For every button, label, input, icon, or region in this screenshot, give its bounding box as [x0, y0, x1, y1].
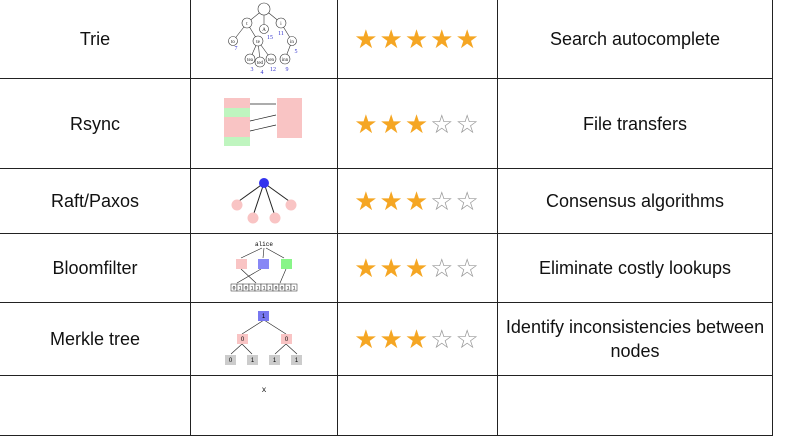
trie-node: tea	[247, 58, 254, 63]
star-empty-icon: ☆	[455, 253, 481, 283]
structure-name: Trie	[0, 0, 191, 79]
star-filled-icon: ★	[379, 324, 405, 354]
trie-value: 7	[235, 46, 238, 52]
star-filled-icon: ★	[404, 253, 431, 283]
star-filled-icon: ★	[404, 108, 431, 139]
bit-cell	[290, 283, 298, 292]
trie-diagram: t A i to te in tea ted ten inn 15 11 7 3…	[190, 0, 338, 79]
star-filled-icon: ★	[354, 253, 380, 283]
bit-value: 1	[256, 286, 259, 292]
star-empty-icon: ☆	[455, 324, 481, 354]
bit-value: 1	[250, 286, 253, 292]
bit-value: 1	[292, 286, 295, 292]
star-filled-icon: ★	[354, 23, 380, 54]
use-case: Eliminate costly lookups	[497, 233, 773, 303]
bit-value: 1	[286, 286, 289, 292]
structure-name: Bloomfilter	[0, 233, 191, 303]
trie-node: i	[280, 22, 282, 27]
bit-value: 1	[262, 286, 265, 292]
trie-node: to	[231, 40, 235, 45]
merkle-leaf: 0	[229, 358, 233, 364]
star-filled-icon: ★	[379, 23, 405, 54]
trie-value: 12	[270, 67, 276, 73]
trie-value: 11	[278, 31, 284, 37]
trie-node: ted	[257, 61, 264, 66]
star-filled-icon: ★	[430, 23, 456, 54]
data-structures-table: Trie t A i to te in tea ted ten inn 15 1…	[0, 0, 773, 436]
trie-node: ten	[268, 58, 275, 63]
merkle-node: 0	[285, 337, 289, 343]
star-filled-icon: ★	[379, 253, 405, 283]
star-filled-icon: ★	[354, 108, 380, 139]
merkle-tree-diagram: 1 0 0 0 1 1 1	[190, 302, 338, 376]
table-row: Raft/Paxos ★★★☆☆ Consensus algorithms	[0, 168, 773, 234]
merkle-leaf: 1	[295, 358, 299, 364]
use-case	[497, 375, 773, 436]
table-row: Rsync ★★★☆☆ File transfers	[0, 78, 773, 169]
trie-value: 15	[267, 35, 273, 41]
partial-diagram: x	[190, 375, 338, 436]
bit-value: 1	[268, 286, 271, 292]
bit-value: 0	[232, 286, 235, 292]
star-filled-icon: ★	[455, 23, 481, 54]
rating-stars: ★★★☆☆	[337, 302, 498, 376]
table-row: x	[0, 375, 773, 436]
star-filled-icon: ★	[404, 324, 431, 354]
trie-node: A	[262, 28, 266, 33]
trie-node: inn	[282, 58, 289, 63]
bit-value: 0	[274, 286, 277, 292]
use-case: File transfers	[497, 78, 773, 169]
structure-name: Rsync	[0, 78, 191, 169]
trie-value: 4	[261, 70, 264, 76]
trie-value: 9	[286, 67, 289, 73]
trie-value: 5	[295, 49, 298, 55]
rating-stars: ★★★★★	[337, 0, 498, 79]
star-filled-icon: ★	[379, 186, 405, 216]
rating-stars	[337, 375, 498, 436]
trie-node: te	[256, 40, 260, 45]
rating-stars: ★★★☆☆	[337, 233, 498, 303]
star-empty-icon: ☆	[455, 186, 481, 216]
trie-node: in	[290, 40, 294, 45]
trie-value: 3	[251, 67, 254, 73]
star-filled-icon: ★	[354, 186, 380, 216]
star-filled-icon: ★	[379, 108, 405, 139]
use-case: Search autocomplete	[497, 0, 773, 79]
rating-stars: ★★★☆☆	[337, 168, 498, 234]
partial-diagram-label: x	[261, 386, 267, 395]
bit-value: 1	[238, 286, 241, 292]
star-filled-icon: ★	[404, 186, 431, 216]
raft-diagram	[190, 168, 338, 234]
structure-name: Raft/Paxos	[0, 168, 191, 234]
merkle-leaf: 1	[251, 358, 255, 364]
table-row: Trie t A i to te in tea ted ten inn 15 1…	[0, 0, 773, 79]
structure-name	[0, 375, 191, 436]
merkle-leaf: 1	[273, 358, 277, 364]
table-row: Merkle tree 1 0 0 0 1 1 1 ★★★☆☆ Identify…	[0, 302, 773, 376]
use-case: Consensus algorithms	[497, 168, 773, 234]
bit-value: 0	[280, 286, 283, 292]
star-empty-icon: ☆	[430, 186, 456, 216]
merkle-node: 0	[241, 337, 245, 343]
bit-value: 0	[244, 286, 247, 292]
trie-node: t	[246, 22, 248, 27]
star-filled-icon: ★	[354, 324, 380, 354]
star-empty-icon: ☆	[430, 324, 456, 354]
structure-name: Merkle tree	[0, 302, 191, 376]
star-empty-icon: ☆	[455, 108, 481, 139]
use-case: Identify inconsistencies between nodes	[497, 302, 773, 376]
star-filled-icon: ★	[404, 23, 431, 54]
bloom-key: alice	[255, 241, 273, 248]
star-empty-icon: ☆	[430, 253, 456, 283]
merkle-root: 1	[262, 314, 266, 320]
star-empty-icon: ☆	[430, 108, 456, 139]
rating-stars: ★★★☆☆	[337, 78, 498, 169]
rsync-diagram	[190, 78, 338, 169]
